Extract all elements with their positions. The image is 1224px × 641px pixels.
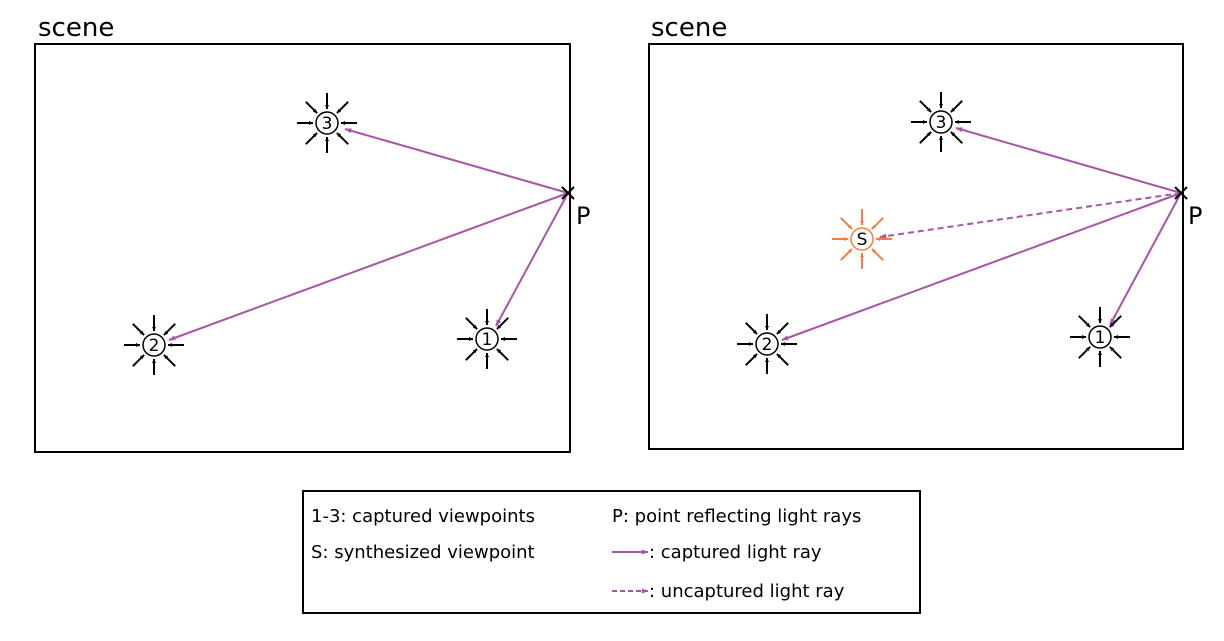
viewpoint-ray (840, 217, 853, 230)
right-scene-title: scene (651, 13, 727, 43)
right-ray-to-2 (781, 192, 1182, 341)
viewpoint-ray (871, 248, 884, 261)
right-viewpoint-2-icon: 2 (737, 314, 797, 374)
right-viewpoint-2-label: 2 (762, 335, 773, 355)
viewpoint-ray (1109, 315, 1122, 328)
viewpoint-ray (305, 101, 318, 114)
legend-synthesized-viewpoint: S: synthesized viewpoint (311, 542, 535, 563)
legend-captured-viewpoints: 1-3: captured viewpoints (311, 506, 535, 527)
viewpoint-ray (1109, 346, 1122, 359)
right-viewpoint-1-label: 1 (1095, 328, 1106, 348)
viewpoint-ray (132, 323, 145, 336)
right-point-p-marker (1174, 186, 1188, 200)
left-viewpoint-3-label: 3 (322, 114, 333, 134)
viewpoint-ray (163, 323, 176, 336)
left-scene-title: scene (38, 13, 114, 43)
left-ray-to-3 (344, 128, 569, 194)
left-viewpoint-1-icon: 1 (457, 309, 517, 369)
left-viewpoint-2-icon: 2 (124, 315, 184, 375)
viewpoint-circle (142, 333, 166, 357)
viewpoint-circle (929, 110, 953, 134)
left-viewpoint-2-label: 2 (149, 336, 160, 356)
right-ray-to-3 (955, 127, 1182, 194)
right-viewpoint-3-icon: 3 (911, 92, 971, 152)
left-viewpoint-3-icon: 3 (297, 93, 357, 153)
viewpoint-ray (465, 317, 478, 330)
viewpoint-ray (950, 100, 963, 113)
viewpoint-ray (132, 354, 145, 367)
viewpoint-ray (776, 322, 789, 335)
right-scene-frame (648, 43, 1184, 450)
viewpoint-circle (475, 327, 499, 351)
left-point-p-label: P (576, 202, 590, 230)
synthesized-viewpoint-label: S (857, 230, 868, 250)
viewpoint-ray (1078, 346, 1091, 359)
viewpoint-ray (950, 131, 963, 144)
viewpoint-circle (755, 332, 779, 356)
viewpoint-ray (163, 354, 176, 367)
viewpoint-ray (919, 100, 932, 113)
viewpoint-ray (871, 217, 884, 230)
legend-box (302, 490, 921, 614)
right-panel: scene 3 2 1 S P (648, 13, 1202, 450)
viewpoint-ray (496, 317, 509, 330)
viewpoint-ray (745, 322, 758, 335)
right-point-p-label: P (1188, 202, 1202, 230)
viewpoint-ray (919, 131, 932, 144)
legend-captured-ray: : captured light ray (649, 542, 822, 563)
viewpoint-ray (840, 248, 853, 261)
viewpoint-ray (496, 348, 509, 361)
viewpoint-circle (850, 227, 874, 251)
viewpoint-ray (465, 348, 478, 361)
right-ray-to-1 (1109, 192, 1182, 326)
legend-uncaptured-ray: : uncaptured light ray (649, 581, 845, 602)
left-viewpoint-1-label: 1 (482, 330, 493, 350)
viewpoint-ray (776, 353, 789, 366)
right-viewpoint-3-label: 3 (936, 113, 947, 133)
left-ray-to-2 (168, 192, 569, 341)
viewpoint-ray (305, 132, 318, 145)
viewpoint-ray (336, 132, 349, 145)
viewpoint-ray (1078, 315, 1091, 328)
left-scene-frame (34, 43, 571, 453)
right-viewpoint-1-icon: 1 (1070, 307, 1130, 367)
viewpoint-ray (336, 101, 349, 114)
viewpoint-ray (745, 353, 758, 366)
viewpoint-circle (1088, 325, 1112, 349)
right-uncaptured-ray-to-s (879, 192, 1182, 239)
left-panel: scene 3 2 1 P (34, 13, 590, 453)
left-ray-to-1 (495, 192, 569, 327)
legend-reflecting-point: P: point reflecting light rays (612, 506, 861, 527)
synthesized-viewpoint-s-icon: S (832, 209, 892, 269)
legend: 1-3: captured viewpoints S: synthesized … (302, 490, 921, 614)
viewpoint-circle (315, 111, 339, 135)
left-point-p-marker (561, 186, 575, 200)
